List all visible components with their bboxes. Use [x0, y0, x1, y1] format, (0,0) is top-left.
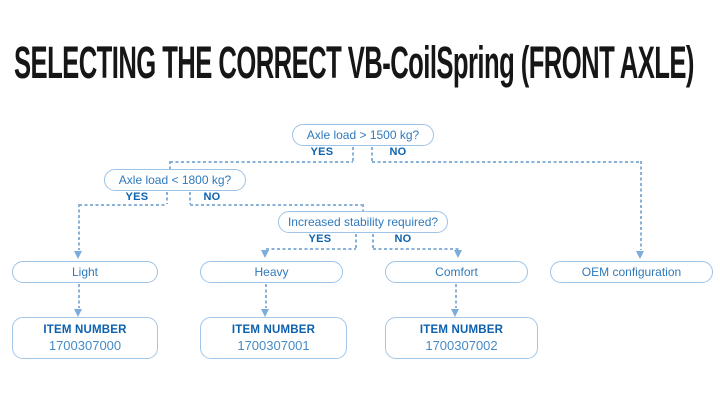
decision1-yes-label: YES	[310, 146, 334, 158]
decision-axle-load-1500: Axle load > 1500 kg?	[292, 124, 434, 146]
connector-q2-no-stub	[189, 192, 191, 204]
option-heavy: Heavy	[200, 261, 343, 283]
item-number-box-light: ITEM NUMBER 1700307000	[12, 317, 158, 359]
decision2-no-label: NO	[203, 191, 221, 203]
decision3-no-label: NO	[394, 233, 412, 245]
item-number-value: 1700307001	[237, 337, 310, 353]
item-number-value: 1700307002	[425, 337, 498, 353]
decision2-yes-label: YES	[125, 191, 149, 203]
option-comfort: Comfort	[385, 261, 528, 283]
item-number-heading: ITEM NUMBER	[231, 323, 316, 336]
decision-increased-stability: Increased stability required?	[278, 211, 448, 233]
connector-q1-no-horizontal	[372, 161, 641, 163]
decision-axle-load-1800: Axle load < 1800 kg?	[104, 169, 246, 191]
arrow-down-light-icon	[74, 251, 82, 259]
page-title: SELECTING THE CORRECT VB-CoilSpring (FRO…	[14, 37, 694, 88]
arrow-down-item1-icon	[74, 309, 82, 317]
connector-q2-yes-horizontal	[79, 204, 167, 206]
decision1-no-label: NO	[389, 146, 407, 158]
connector-light-to-item	[78, 284, 80, 308]
item-number-box-comfort: ITEM NUMBER 1700307002	[385, 317, 538, 359]
option-light: Light	[12, 261, 158, 283]
option-oem-configuration: OEM configuration	[550, 261, 713, 283]
connector-comfort-to-item	[455, 284, 457, 308]
connector-q2-no-drop-to-q3	[362, 204, 364, 211]
connector-q3-yes-stub	[355, 234, 357, 248]
arrow-down-item3-icon	[451, 309, 459, 317]
item-number-heading: ITEM NUMBER	[419, 323, 504, 336]
connector-q3-yes-horizontal	[266, 248, 356, 250]
connector-q3-no-stub	[372, 234, 374, 248]
item-number-box-heavy: ITEM NUMBER 1700307001	[200, 317, 347, 359]
connector-q1-no-stub	[371, 147, 373, 161]
connector-q1-yes-horizontal	[170, 161, 353, 163]
decision-label: Increased stability required?	[287, 215, 439, 229]
connector-q2-no-horizontal	[190, 204, 363, 206]
arrow-down-heavy-icon	[261, 250, 269, 258]
connector-q2-yes-drop-to-light	[78, 204, 80, 250]
item-number-value: 1700307000	[48, 337, 122, 353]
decision3-yes-label: YES	[308, 233, 332, 245]
arrow-down-oem-icon	[636, 251, 644, 259]
connector-q1-yes-stub	[352, 147, 354, 161]
item-number-heading: ITEM NUMBER	[43, 323, 127, 336]
arrow-down-item2-icon	[261, 309, 269, 317]
connector-q2-yes-stub	[166, 192, 168, 204]
arrow-down-comfort-icon	[454, 250, 462, 258]
connector-q3-no-horizontal	[373, 248, 459, 250]
connector-heavy-to-item	[265, 284, 267, 308]
decision-label: Axle load < 1800 kg?	[118, 173, 232, 187]
connector-q1-yes-drop-to-q2	[169, 161, 171, 169]
connector-q1-no-drop-to-oem	[640, 161, 642, 250]
decision-label: Axle load > 1500 kg?	[306, 128, 420, 142]
